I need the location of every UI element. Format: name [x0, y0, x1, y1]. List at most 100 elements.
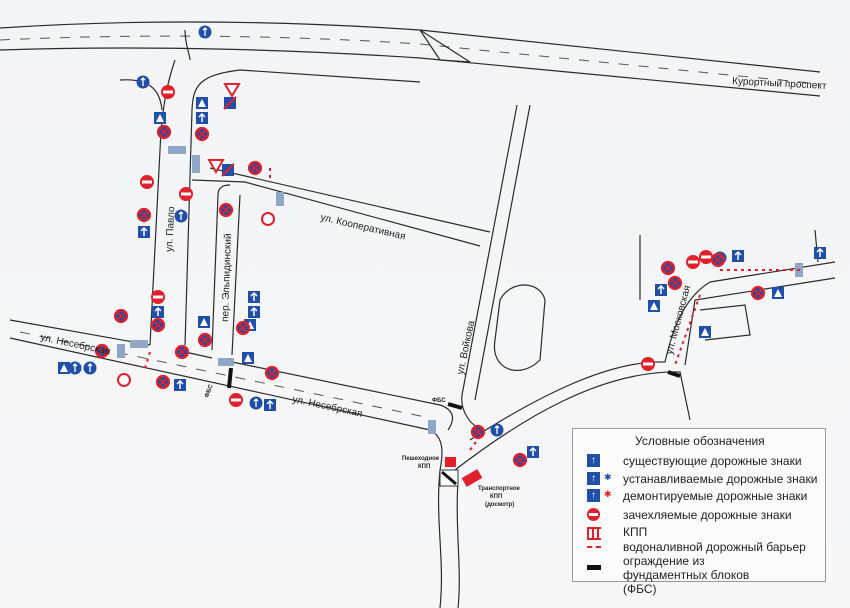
- water-barriers: [144, 168, 800, 451]
- arrow-sign-icon: [196, 112, 208, 124]
- arrow-sign-icon: [152, 306, 164, 318]
- legend-item-removed: ↑✱ демонтируемые дорожные знаки: [587, 488, 807, 504]
- nostop-sign-icon: [150, 317, 166, 333]
- arrow-sign-icon: [248, 306, 260, 318]
- road-lane-east: [231, 194, 241, 356]
- fbs-block: [667, 370, 681, 378]
- nostop-sign-icon: [174, 344, 190, 360]
- crosswalk: [428, 420, 436, 434]
- arrow-sign-icon: [655, 284, 667, 296]
- legend-item-covered: зачехляемые дорожные знаки: [587, 507, 792, 523]
- checkpoint-icon: [587, 524, 617, 540]
- legend-label: КПП: [623, 525, 648, 539]
- crosswalk: [130, 340, 148, 348]
- cross-sign-icon: [58, 362, 70, 374]
- street-label-pavlo: ул. Павло: [164, 206, 177, 252]
- fbs-block-icon: [587, 562, 617, 578]
- legend-label: зачехляемые дорожные знаки: [623, 508, 792, 522]
- road-kurortny-edge-bottom: [0, 47, 821, 97]
- pedestrian-kpp-label: Пешеходное: [402, 456, 440, 462]
- street-label-moskovskaya: ул. Московская: [664, 284, 693, 355]
- cross-sign-icon: [699, 326, 711, 338]
- nostop-sign-icon: [194, 126, 210, 142]
- legend-label: водоналивной дорожный барьер: [623, 540, 806, 554]
- blue-circle-sign-icon: [83, 361, 97, 375]
- end-sign-icon: [223, 96, 237, 110]
- blue-circle-sign-icon: [198, 25, 212, 39]
- street-label-nesebrskaya-west: ул. Несебрская: [39, 331, 111, 358]
- road-pavlo-east: [184, 69, 421, 346]
- legend-item-fbs: ограждение из фундаментных блоков (ФБС): [587, 554, 783, 596]
- legend-title: Условные обозначения: [635, 434, 765, 448]
- fbs-label: ФБС: [432, 398, 446, 404]
- transport-kpp-label: Транспортное: [478, 486, 521, 492]
- legend-label: демонтируемые дорожные знаки: [623, 489, 808, 503]
- transport-kpp-label: (досмотр): [485, 502, 514, 508]
- road-voykova-east: [474, 104, 531, 401]
- arrow-sign-icon: [138, 226, 150, 238]
- street-label-nesebrskaya-east: ул. Несебрская: [291, 393, 363, 420]
- nostop-sign-icon: [155, 374, 171, 390]
- nostop-sign-icon: [218, 202, 234, 218]
- noentry-sign-icon: [151, 290, 165, 304]
- cross-sign-icon: [772, 287, 784, 299]
- noentry-sign-icon: [161, 85, 175, 99]
- nostop-sign-icon: [660, 260, 676, 276]
- nostop-sign-icon: [113, 308, 129, 324]
- road-kooperativnaya-north: [209, 167, 491, 233]
- road-junction: [184, 29, 191, 61]
- legend-item-water-barrier: водоналивной дорожный барьер: [587, 539, 806, 555]
- legend-item-existing: ↑ существующие дорожные знаки: [587, 453, 802, 469]
- street-label-kurortny: Курортный проспект: [732, 76, 827, 92]
- legend-label: устанавливаемые дорожные знаки: [623, 472, 818, 486]
- blue-circle-sign-icon: [249, 396, 263, 410]
- fbs-block: [447, 402, 463, 410]
- arrow-sign-icon: [527, 446, 539, 458]
- arrow-up-sign-red-star-icon: ↑✱: [587, 488, 617, 504]
- road-kurortny-edge-top: [0, 21, 821, 73]
- cross-sign-icon: [242, 352, 254, 364]
- pedestrian-kpp-label: КПП: [418, 464, 430, 470]
- road-kurortny-centerline: [0, 35, 821, 85]
- cross-sign-icon: [648, 300, 660, 312]
- nostop-sign-icon: [470, 424, 486, 440]
- water-barrier-icon: [587, 539, 617, 555]
- water-barrier: [144, 351, 151, 369]
- nostop-sign-icon: [750, 285, 766, 301]
- parking-lot: [493, 284, 546, 371]
- road-nesebrskaya-south: [9, 337, 443, 471]
- blue-circle-sign-icon: [136, 75, 150, 89]
- road-moskovskaya-south: [454, 371, 691, 471]
- crosswalk: [168, 146, 186, 154]
- road-nesebrskaya-north: [9, 319, 454, 431]
- blue-circle-sign-icon: [68, 361, 82, 375]
- street-label-voykova: ул. Войкова: [455, 319, 477, 375]
- legend-item-kpp: КПП: [587, 524, 647, 540]
- road-left-branch: [119, 79, 163, 111]
- nostop-sign-icon: [136, 207, 152, 223]
- crosswalk: [192, 155, 200, 173]
- road-lane-west: [211, 184, 231, 351]
- crosswalk: [117, 344, 125, 358]
- nostop-sign-icon: [94, 343, 110, 359]
- nostop-sign-icon: [264, 365, 280, 381]
- road-moskovskaya-east: [684, 277, 836, 366]
- arrow-sign-icon: [814, 247, 826, 259]
- road-voykova-west: [461, 104, 518, 429]
- ring-sign-icon: [117, 373, 131, 387]
- nostop-sign-icon: [197, 332, 213, 348]
- street-label-lane: пер. Эльпидинский: [220, 233, 234, 322]
- building-outline: [699, 304, 751, 341]
- fbs-blocks: [227, 367, 681, 410]
- noentry-sign-icon: [229, 393, 243, 407]
- water-barrier: [674, 294, 701, 366]
- fbs-block: [227, 367, 233, 389]
- legend: Условные обозначения ↑ существующие доро…: [572, 428, 826, 596]
- ring-sign-icon: [261, 212, 275, 226]
- nostop-sign-icon: [512, 452, 528, 468]
- arrow-sign-icon: [174, 379, 186, 391]
- road-south: [437, 469, 460, 608]
- pedestrian-checkpoint: [445, 457, 456, 467]
- noentry-sign-icon: [179, 187, 193, 201]
